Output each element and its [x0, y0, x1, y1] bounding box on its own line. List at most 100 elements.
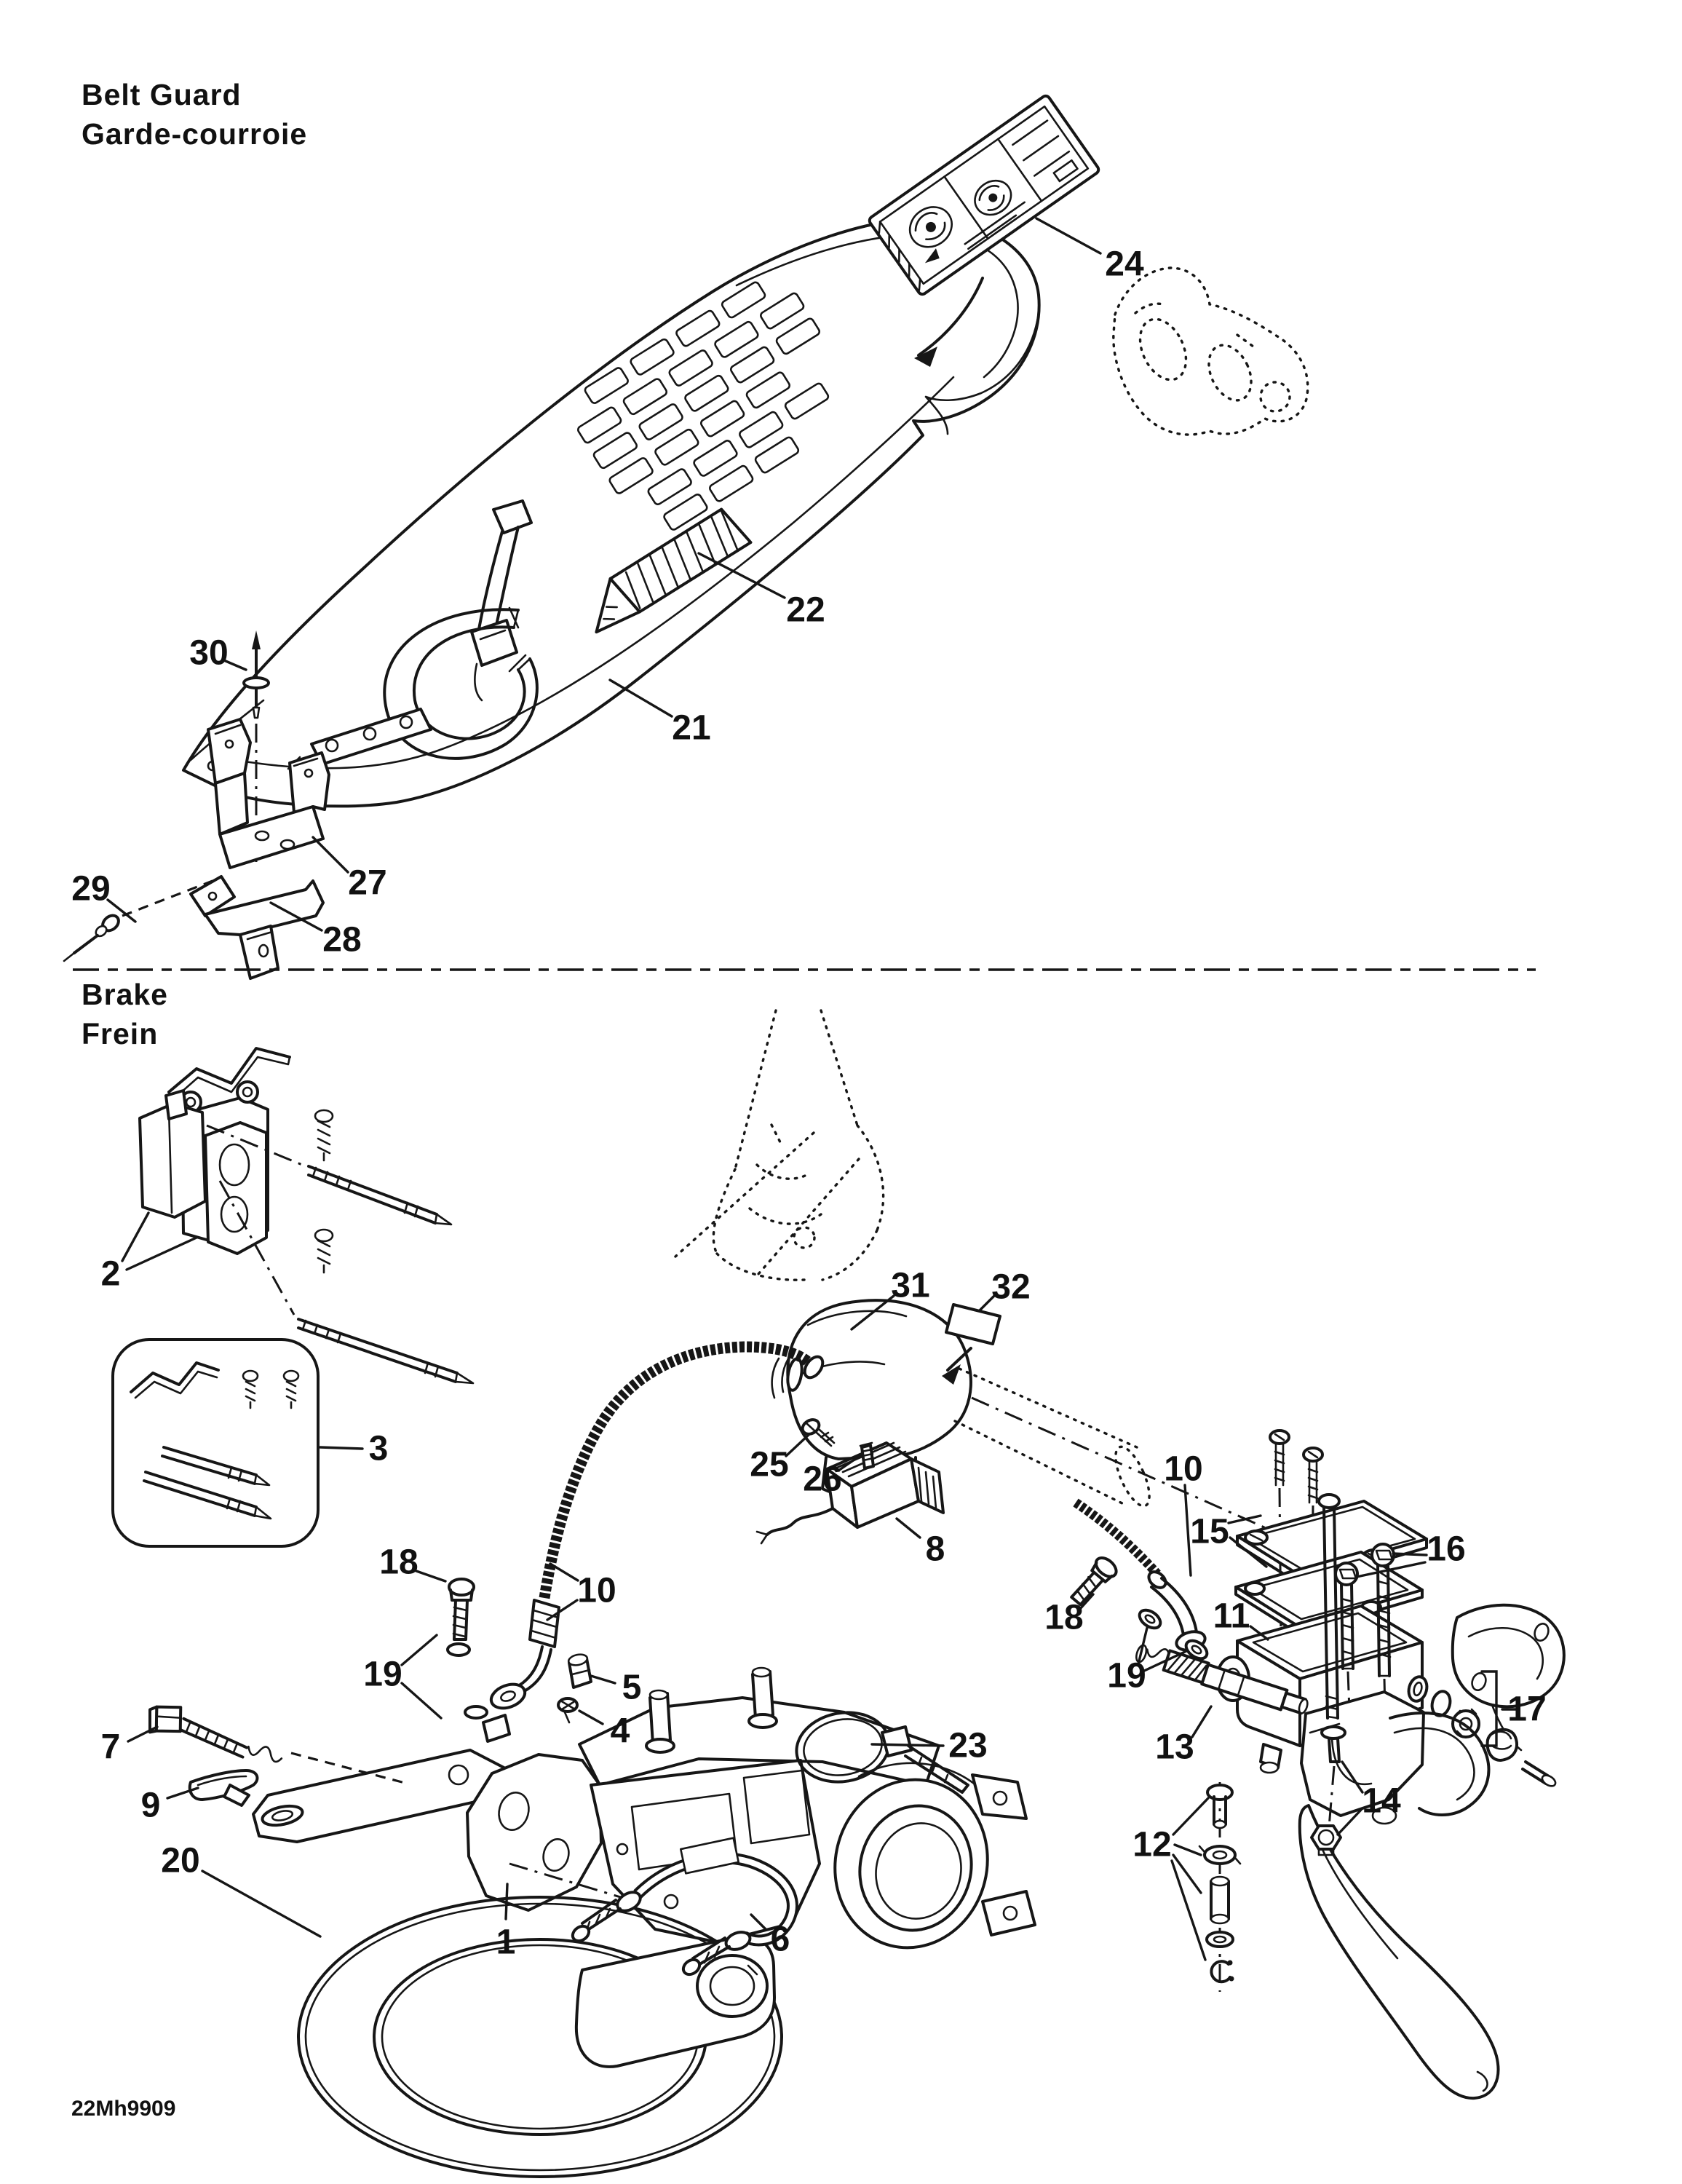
- bleeder-valve-part-4: [557, 1697, 579, 1724]
- leader-line-19: [400, 1682, 443, 1720]
- vent-slot: [584, 367, 629, 404]
- caliper-part-1: [252, 1666, 1036, 1950]
- document-code: 22Mh9909: [71, 2097, 175, 2121]
- belt-guard-drawing: [63, 94, 1309, 980]
- leader-line-12: [1172, 1797, 1210, 1836]
- part-label-18: 18: [1044, 1599, 1083, 1637]
- vent-slot: [592, 432, 638, 470]
- part-label-19: 19: [363, 1655, 402, 1694]
- leader-line-19: [400, 1634, 438, 1666]
- part-label-5: 5: [622, 1669, 642, 1707]
- vent-slot: [754, 436, 800, 474]
- part-label-20: 20: [161, 1842, 199, 1880]
- brake-hose-part-10: [489, 1341, 825, 1710]
- leader-line-12: [1172, 1853, 1202, 1894]
- leader-line-14: [1336, 1808, 1362, 1836]
- part-label-27: 27: [348, 864, 386, 903]
- part-label-6: 6: [771, 1920, 790, 1959]
- bolt-stack-part-12: [1198, 1782, 1242, 1992]
- leader-line-4: [578, 1709, 604, 1725]
- bracket-17: [1480, 1670, 1498, 1747]
- disc-part-20: [297, 1896, 783, 2178]
- leader-line-12: [1170, 1859, 1207, 1961]
- vent-slot: [684, 374, 729, 412]
- vent-slot: [784, 382, 830, 420]
- vent-slot: [730, 346, 775, 384]
- belt-guard-title-fr: Garde-courroie: [82, 117, 307, 151]
- frame-bracket-dotted: [1112, 266, 1309, 436]
- leader-line-3: [319, 1446, 364, 1450]
- leader-line-15: [1229, 1536, 1268, 1568]
- part-label-10: 10: [577, 1572, 616, 1610]
- part-label-11: 11: [1213, 1597, 1250, 1636]
- part-label-15: 15: [1190, 1513, 1229, 1551]
- vent-slot: [663, 494, 708, 531]
- brake-title-fr: Frein: [82, 1017, 158, 1051]
- fitting-left-18-19: [446, 1578, 511, 1743]
- part-label-17: 17: [1507, 1690, 1546, 1729]
- vent-slot: [775, 317, 821, 355]
- vent-slot: [630, 338, 675, 376]
- part-label-32: 32: [991, 1268, 1030, 1307]
- hose-part-6: [509, 1837, 798, 1977]
- vent-grid: [577, 281, 830, 531]
- sticker-part-32: [942, 1303, 1001, 1385]
- vent-slot: [654, 428, 699, 466]
- leader-line-10: [546, 1599, 579, 1621]
- leader-line-11: [1249, 1625, 1269, 1641]
- bracket-part-28: [189, 875, 325, 980]
- rivet-part-29: [63, 879, 213, 962]
- steering-column-dotted: [674, 1009, 885, 1281]
- part-label-16: 16: [1427, 1530, 1465, 1569]
- warning-decal-part-24: [868, 94, 1100, 296]
- leader-line-14: [1341, 1760, 1364, 1794]
- part-label-24: 24: [1105, 245, 1144, 284]
- part-label-4: 4: [611, 1712, 630, 1751]
- leader-line-12: [1173, 1843, 1202, 1856]
- fitting-right-10-18-19: [1070, 1498, 1209, 1661]
- leader-line-1: [504, 1883, 509, 1920]
- part-label-30: 30: [189, 634, 228, 673]
- leader-line-9: [166, 1787, 199, 1800]
- vent-part-22: [595, 507, 753, 634]
- bleeder-cap-part-5: [567, 1653, 592, 1689]
- part-label-14: 14: [1362, 1782, 1401, 1821]
- leader-line-27: [312, 836, 349, 874]
- vent-slot: [739, 411, 784, 448]
- brake-pads-part-2: [138, 1047, 475, 1385]
- cable-tie-part-23: [795, 1711, 969, 1794]
- part-label-29: 29: [71, 870, 110, 909]
- nut-part-14: [1310, 1824, 1342, 1856]
- screw-part-25: [801, 1418, 836, 1447]
- part-label-31: 31: [891, 1267, 929, 1305]
- vent-slot: [622, 378, 668, 416]
- leader-line-23: [870, 1743, 945, 1747]
- belt-guard-cover-part-21: [182, 216, 1041, 808]
- vent-slot: [693, 440, 738, 477]
- part-label-10: 10: [1164, 1450, 1202, 1489]
- guard-clamp-bracket: [470, 499, 533, 702]
- part-label-21: 21: [672, 709, 710, 748]
- pin-part-26: [859, 1441, 875, 1470]
- vent-slot: [760, 292, 805, 330]
- leader-line-24: [1035, 217, 1102, 255]
- belt-guard-title-en: Belt Guard: [82, 78, 242, 111]
- part-label-9: 9: [141, 1787, 161, 1825]
- leader-line-18: [415, 1570, 447, 1583]
- leader-line-21: [608, 678, 673, 718]
- vent-slot: [638, 403, 683, 440]
- vent-slot: [721, 281, 766, 319]
- leader-line-22: [697, 552, 786, 599]
- leader-line-2: [125, 1236, 198, 1271]
- leader-line-16: [1355, 1561, 1427, 1578]
- vent-slot: [699, 400, 745, 438]
- pivot-bolt: [1317, 1493, 1346, 1828]
- decal-arrow: [914, 277, 984, 367]
- part-label-28: 28: [322, 921, 361, 960]
- leader-line-10: [1183, 1484, 1192, 1577]
- leader-line-2: [121, 1211, 150, 1262]
- vent-slot: [647, 468, 692, 506]
- leader-line-7: [127, 1725, 159, 1743]
